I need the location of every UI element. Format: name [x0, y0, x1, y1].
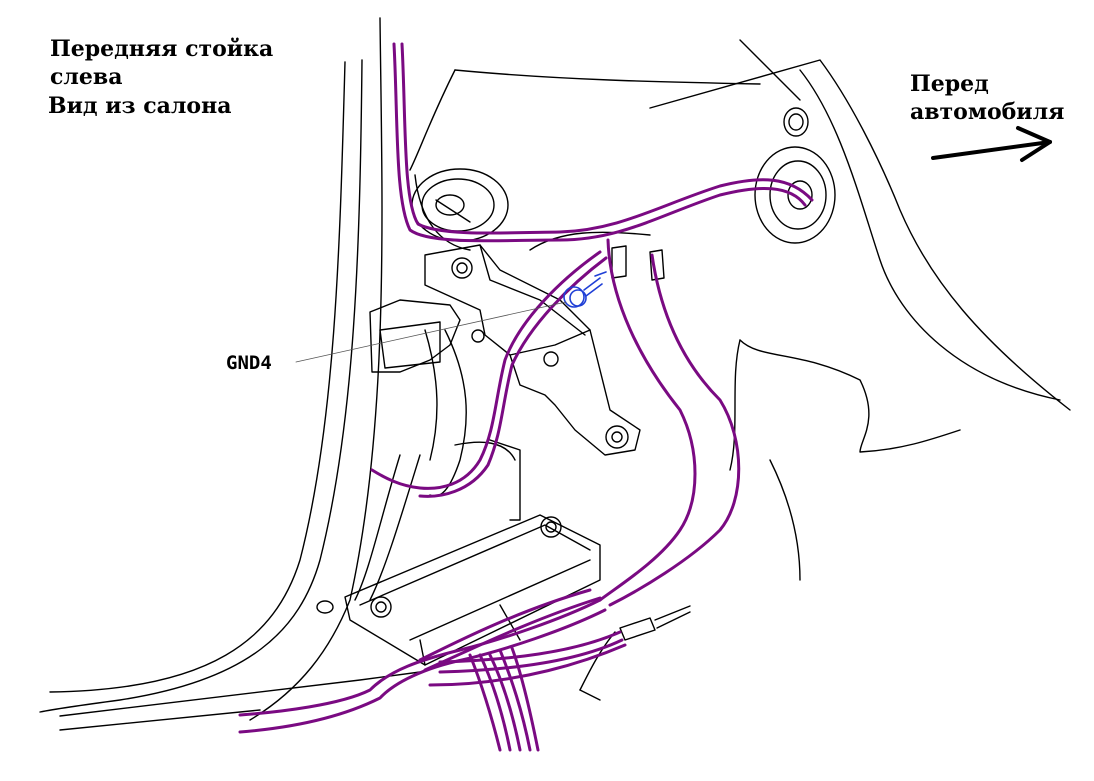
ground-point-gnd4 [563, 271, 607, 308]
title-line-1: Передняя стойка [50, 36, 274, 62]
front-label-line-2: автомобиля [910, 99, 1065, 125]
wire-harness [238, 42, 814, 752]
antenna-plug [579, 605, 691, 701]
front-label-line-1: Перед [910, 71, 989, 97]
title-line-2: слева [50, 64, 123, 90]
mounting-bracket [424, 244, 641, 456]
handle-frame [316, 299, 521, 614]
grommet-right [754, 107, 836, 244]
gnd4-label: GND4 [226, 352, 272, 374]
grommet-left [411, 168, 509, 242]
connector-block [344, 514, 601, 666]
title-line-3: Вид из салона [48, 93, 232, 119]
arrow-right-icon [931, 126, 1052, 162]
gnd4-leader-line [295, 301, 567, 363]
pillar-panel-outline [39, 17, 1071, 731]
